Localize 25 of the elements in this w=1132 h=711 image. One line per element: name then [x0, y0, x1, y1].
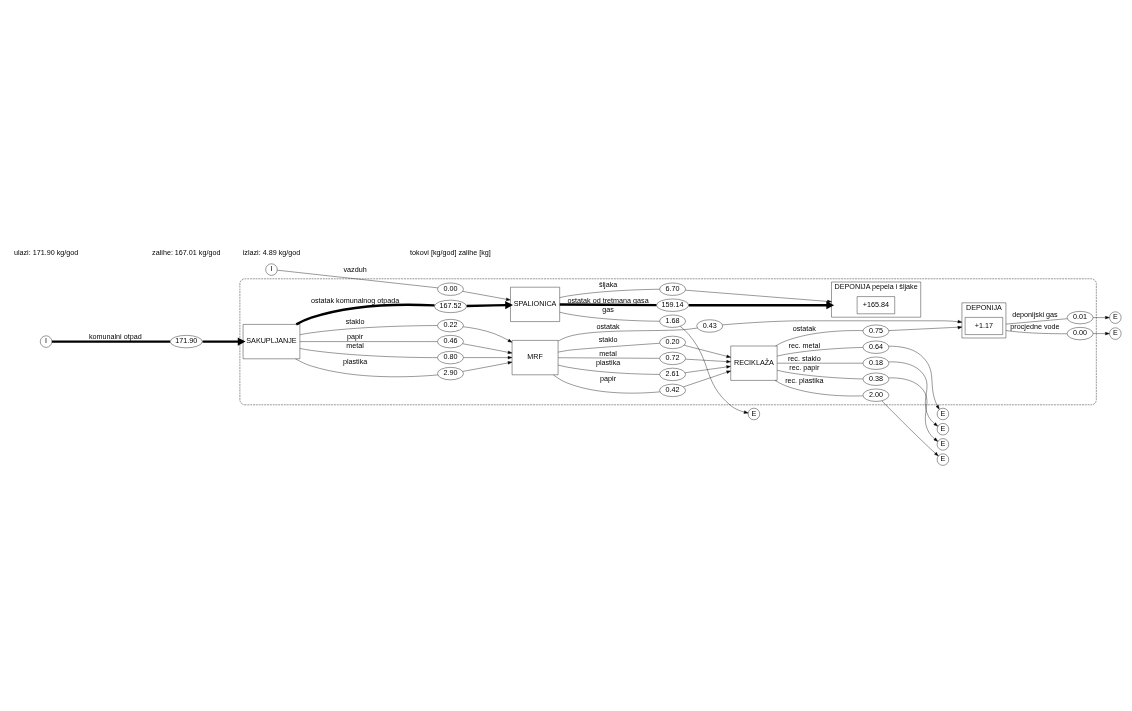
edge-label: gas [602, 304, 614, 314]
edge-label: metal [599, 348, 617, 358]
label: ulazi: 171.90 kg/god [13, 247, 79, 257]
edge-label: plastika [595, 357, 621, 367]
edge-label: procjedne vode [1010, 321, 1060, 331]
edge-label: staklo [598, 335, 618, 345]
edge-label: metal [346, 341, 364, 351]
label: izlazi: 4.89 kg/god [242, 247, 301, 257]
edge-label: rec. papir [789, 362, 820, 372]
edge-label: šljaka [598, 280, 618, 290]
edge-label: plastika [342, 356, 368, 366]
edge-label: komunalni otpad [88, 332, 142, 342]
edge-label: papir [347, 332, 364, 342]
edge-label: rec. metal [788, 340, 821, 350]
edge-label: ostatak [596, 321, 620, 331]
edge-label: ostatak komunalnog otpada [310, 295, 400, 305]
edge-label: ostatak [792, 323, 816, 333]
edge-label: deponijski gas [1012, 310, 1058, 320]
label: zalihe: 167.01 kg/god [152, 247, 221, 257]
edge-label: vazduh [343, 265, 367, 275]
edge-label: rec. plastika [785, 376, 824, 386]
label: tokovi [kg/god] zalihe [kg] [410, 247, 491, 257]
edge-label: rec. staklo [787, 353, 821, 363]
edge-label: staklo [345, 317, 365, 327]
edge-label: papir [600, 373, 617, 383]
